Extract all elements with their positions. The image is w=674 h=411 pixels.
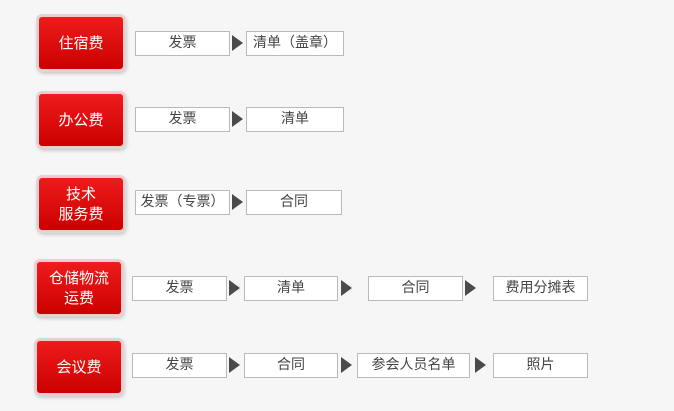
category-accommodation: 住宿费	[37, 15, 125, 71]
doc-invoice: 发票	[135, 31, 230, 56]
arrow-icon	[232, 35, 243, 51]
doc-list: 清单	[246, 107, 344, 132]
category-storage-logistics: 仓储物流 运费	[35, 260, 123, 316]
doc-cost-allocation-sheet: 费用分摊表	[493, 276, 588, 301]
doc-attendee-list: 参会人员名单	[357, 353, 470, 378]
doc-photos: 照片	[493, 353, 588, 378]
arrow-icon	[232, 111, 243, 127]
arrow-icon	[475, 357, 486, 373]
arrow-icon	[341, 280, 352, 296]
category-office: 办公费	[37, 92, 125, 148]
doc-contract: 合同	[244, 353, 338, 378]
arrow-icon	[232, 194, 243, 210]
arrow-icon	[229, 357, 240, 373]
doc-invoice: 发票	[132, 353, 227, 378]
arrow-icon	[465, 280, 476, 296]
doc-contract: 合同	[246, 190, 342, 215]
doc-special-invoice: 发票（专票）	[135, 190, 230, 215]
category-technical-service: 技术 服务费	[37, 176, 125, 232]
category-label: 技术 服务费	[58, 185, 104, 223]
category-label: 会议费	[56, 358, 102, 376]
category-label: 仓储物流 运费	[48, 269, 109, 307]
doc-list-stamped: 清单（盖章）	[246, 31, 344, 56]
doc-list: 清单	[244, 276, 338, 301]
arrow-icon	[341, 357, 352, 373]
category-label: 住宿费	[58, 34, 104, 52]
doc-contract: 合同	[368, 276, 463, 301]
arrow-icon	[229, 280, 240, 296]
category-label: 办公费	[58, 111, 104, 129]
doc-invoice: 发票	[132, 276, 227, 301]
doc-invoice: 发票	[135, 107, 230, 132]
category-meeting: 会议费	[35, 339, 123, 395]
